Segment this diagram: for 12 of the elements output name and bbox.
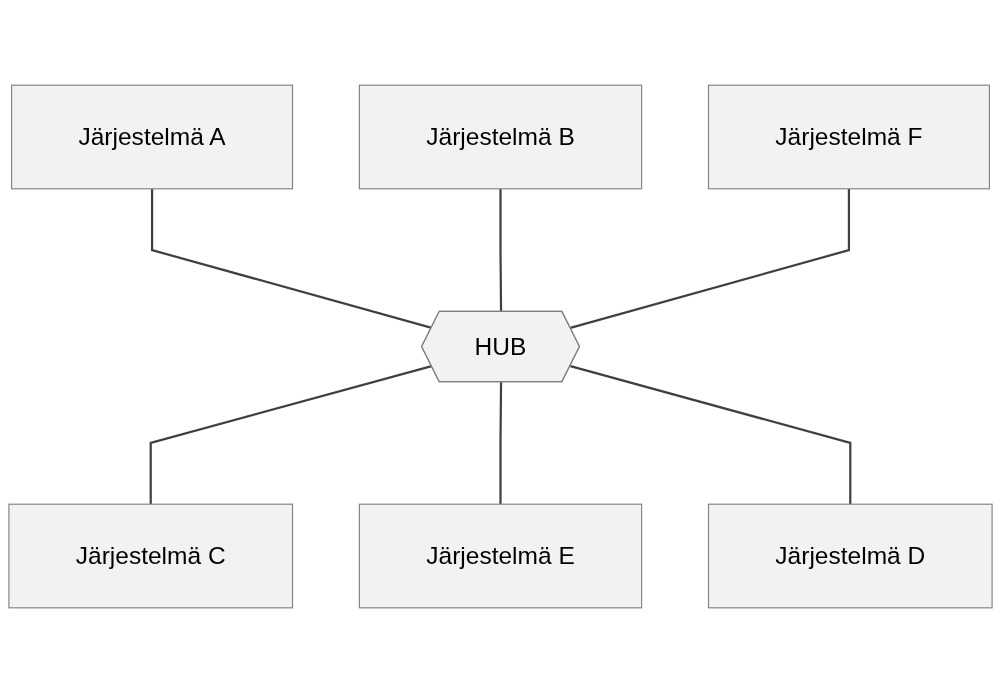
connector (149, 365, 432, 505)
node-box: Järjestelmä D (707, 503, 993, 609)
node-box: Järjestelmä C (8, 503, 294, 609)
connector (499, 382, 503, 505)
connector (499, 188, 503, 312)
node-box: Järjestelmä B (358, 84, 643, 190)
node-box: Järjestelmä F (707, 84, 990, 190)
connector (570, 365, 852, 505)
node-box: Järjestelmä A (11, 84, 294, 190)
connector (150, 188, 432, 329)
connector (570, 188, 851, 329)
node-box: Järjestelmä E (358, 503, 643, 609)
